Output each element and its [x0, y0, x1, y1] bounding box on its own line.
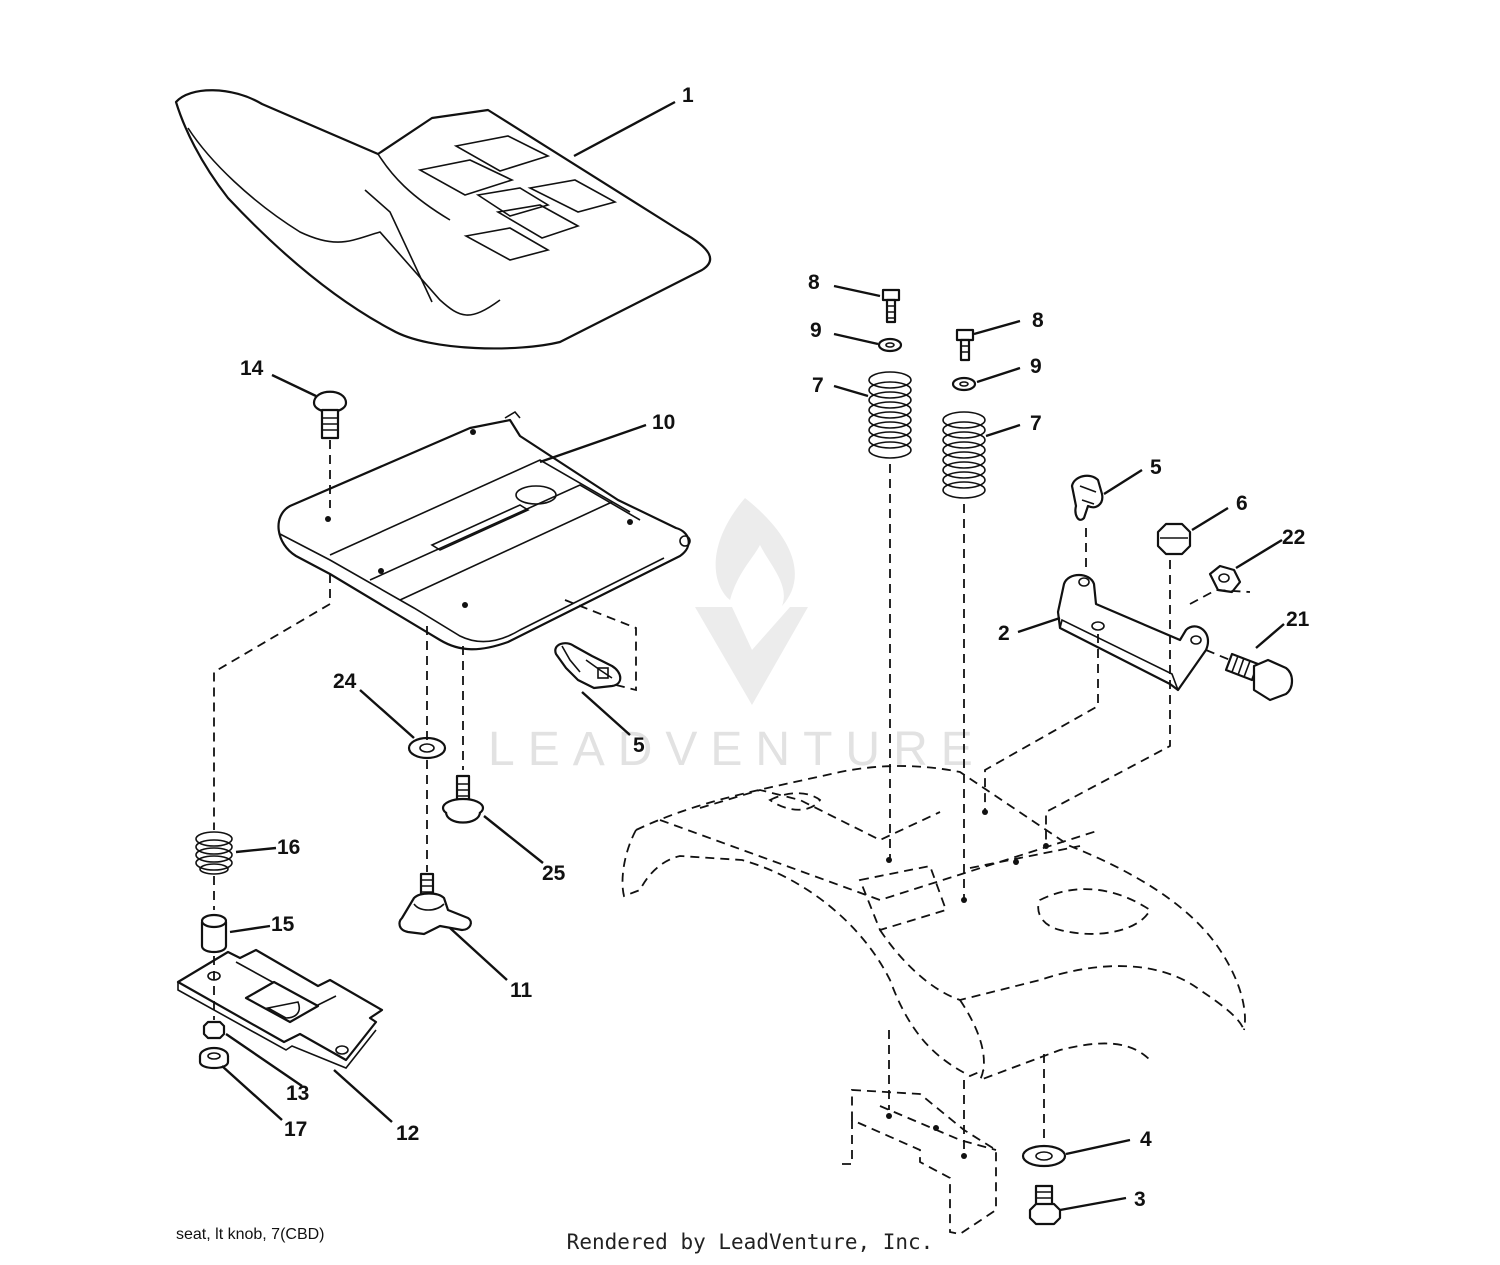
callout-washer-24: 24 — [333, 670, 357, 693]
shoulder-bolt-25-part — [441, 774, 485, 824]
washer-17-part — [198, 1046, 230, 1070]
spacer-15-part — [200, 913, 228, 954]
callout-spring-7-right: 7 — [1030, 412, 1042, 435]
callout-nut-22: 22 — [1282, 526, 1305, 549]
callout-shoulder-bolt-25: 25 — [542, 862, 566, 885]
callout-slide-plate-12: 12 — [396, 1122, 419, 1145]
callout-spring-16: 16 — [277, 836, 300, 859]
spring-7-left-part — [868, 371, 912, 459]
callout-seat: 1 — [682, 84, 694, 107]
assembly-lines — [213, 440, 1251, 1150]
callout-bracket-2: 2 — [998, 622, 1010, 645]
watermark-logo — [695, 498, 808, 705]
callout-nut-13: 13 — [286, 1082, 309, 1105]
leader-lines — [221, 100, 1285, 1212]
bolt-8-left-part — [881, 288, 901, 324]
bolt-21-part — [1224, 652, 1294, 702]
drawing-code: seat, lt knob, 7(CBD) — [176, 1226, 325, 1243]
callout-washer-9-left: 9 — [810, 319, 822, 342]
knob-11-part — [398, 872, 472, 936]
carriage-bolt-part — [312, 390, 348, 440]
spring-16-part — [195, 831, 233, 875]
fender-outline — [621, 765, 1246, 1235]
seat-pan-part — [277, 410, 691, 651]
washer-9-left-part — [877, 337, 903, 353]
callout-bolt-21: 21 — [1286, 608, 1310, 631]
nut-22-part — [1208, 564, 1242, 594]
bolt-3-part — [1028, 1184, 1062, 1226]
callout-bolt-8-right: 8 — [1032, 309, 1044, 332]
callout-seat-pan: 10 — [652, 411, 675, 434]
seat-switch-left-part — [554, 642, 622, 690]
callout-bolt-8-left: 8 — [808, 271, 820, 294]
callout-seat-switch-left: 5 — [633, 734, 645, 757]
seat-switch-right-part — [1070, 474, 1104, 521]
spring-7-right-part — [942, 411, 986, 499]
render-credit: Rendered by LeadVenture, Inc. — [566, 1230, 934, 1254]
washer-24-part — [407, 736, 447, 760]
callout-seat-switch-right: 5 — [1150, 456, 1162, 479]
callout-spacer-15: 15 — [271, 913, 295, 936]
watermark-text: LEADVENTURE — [488, 723, 986, 776]
callout-nut-6: 6 — [1236, 492, 1248, 515]
nut-6-part — [1156, 522, 1192, 556]
nut-13-part — [202, 1020, 226, 1040]
callout-carriage-bolt: 14 — [240, 357, 264, 380]
washer-9-right-part — [951, 376, 977, 392]
callout-washer-9-right: 9 — [1030, 355, 1042, 378]
callout-washer-4: 4 — [1140, 1128, 1152, 1151]
callout-knob-11: 11 — [510, 979, 533, 1002]
callout-washer-17: 17 — [284, 1118, 307, 1141]
bolt-8-right-part — [955, 328, 975, 362]
callout-spring-7-left: 7 — [812, 374, 824, 397]
callouts: 1 10 14 5 24 25 16 15 11 12 13 17 8 9 7 … — [240, 84, 1310, 1211]
seat-part — [174, 89, 712, 350]
callout-bolt-3: 3 — [1134, 1188, 1146, 1211]
bracket-2-part — [1056, 573, 1209, 692]
washer-4-part — [1021, 1144, 1067, 1168]
